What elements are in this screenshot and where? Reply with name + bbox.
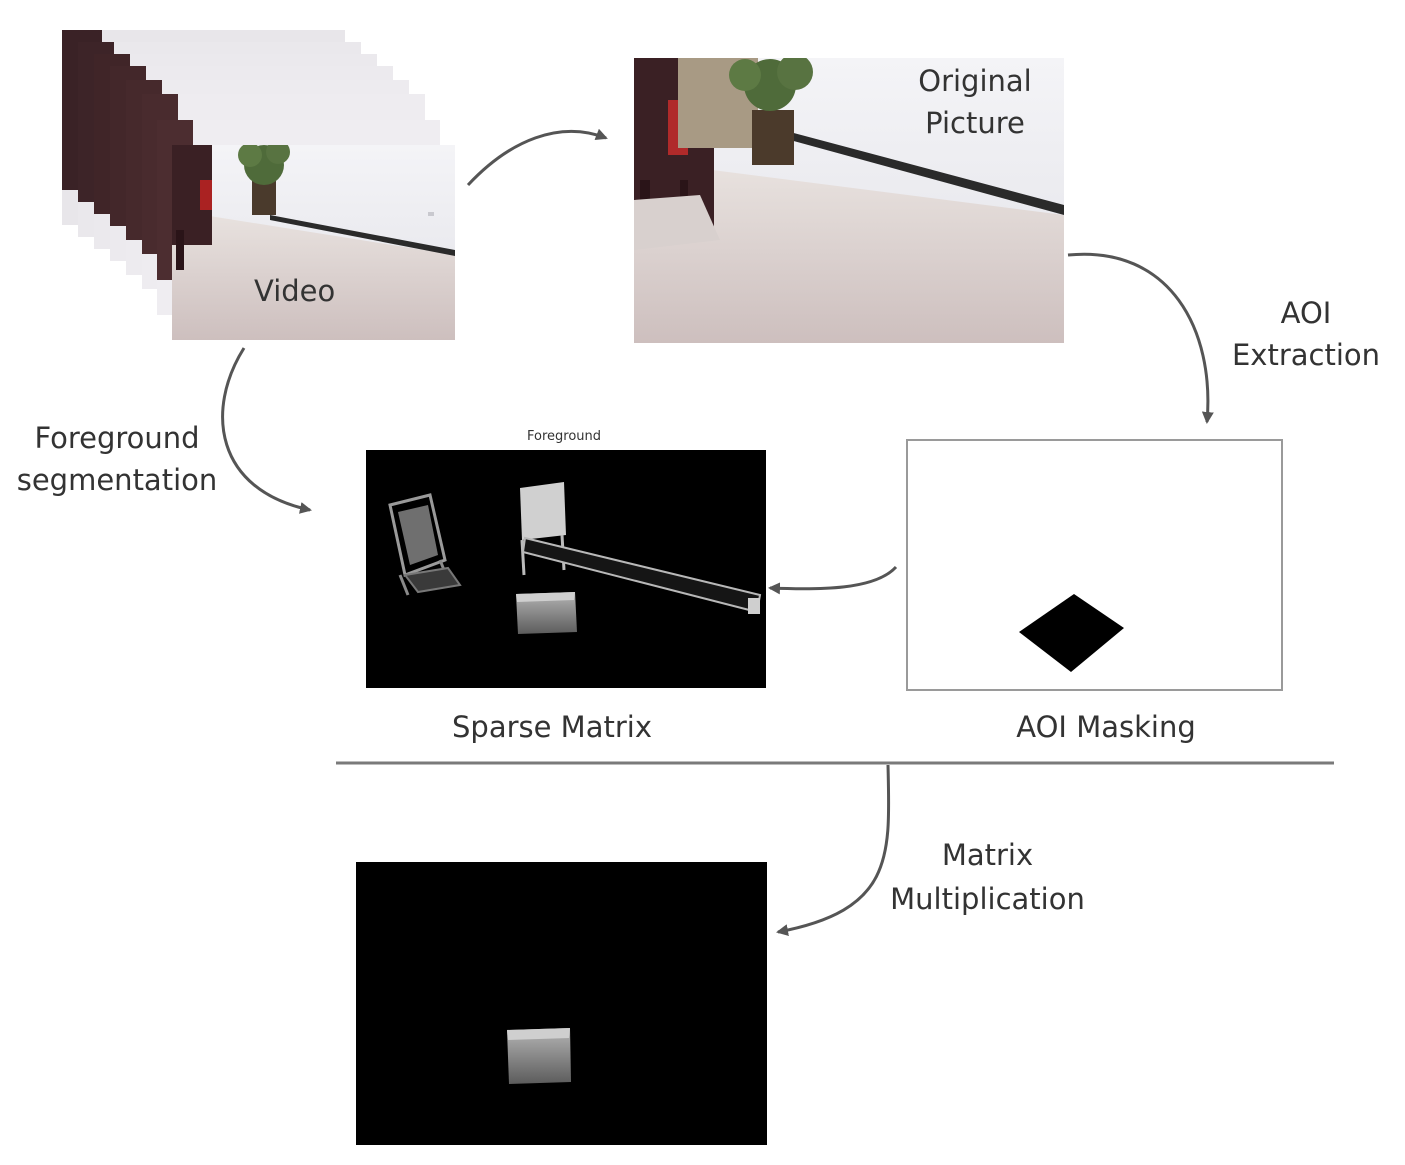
label-matrix-mult-line1: Matrix <box>941 838 1034 872</box>
foreground-chair-left <box>388 493 462 596</box>
video-frame-stack <box>62 30 455 340</box>
arrow-multiplication-to-result <box>776 764 891 937</box>
aoi-mask-region <box>1019 594 1124 672</box>
label-aoi-extraction-line2: Extraction <box>1231 338 1381 372</box>
foreground-panel-title: Foreground <box>527 429 602 444</box>
original-picture <box>634 58 1064 343</box>
label-sparse-matrix: Sparse Matrix <box>452 710 652 744</box>
arrow-video-to-sparse <box>221 347 312 514</box>
label-foreground-seg-line2: segmentation <box>16 463 218 497</box>
aoi-masking-panel <box>906 439 1283 691</box>
label-foreground-seg-line1: Foreground <box>34 421 200 455</box>
arrow-mask-to-sparse <box>768 565 898 595</box>
result-panel <box>356 862 767 1145</box>
label-aoi-extraction-line1: AOI <box>1280 296 1332 330</box>
sparse-matrix-panel <box>366 450 766 688</box>
label-original-picture-line2: Picture <box>925 106 1025 140</box>
arrow-original-to-mask <box>1067 252 1214 424</box>
label-matrix-mult-line2: Multiplication <box>890 882 1085 916</box>
label-original-picture-line1: Original <box>918 64 1032 98</box>
result-box <box>507 1028 571 1084</box>
label-aoi-masking: AOI Masking <box>1016 710 1196 744</box>
foreground-box <box>516 592 577 634</box>
foreground-bar <box>521 536 762 614</box>
label-video: Video <box>254 274 336 308</box>
video-front-frame <box>172 145 455 340</box>
arrow-video-to-original <box>466 128 608 187</box>
